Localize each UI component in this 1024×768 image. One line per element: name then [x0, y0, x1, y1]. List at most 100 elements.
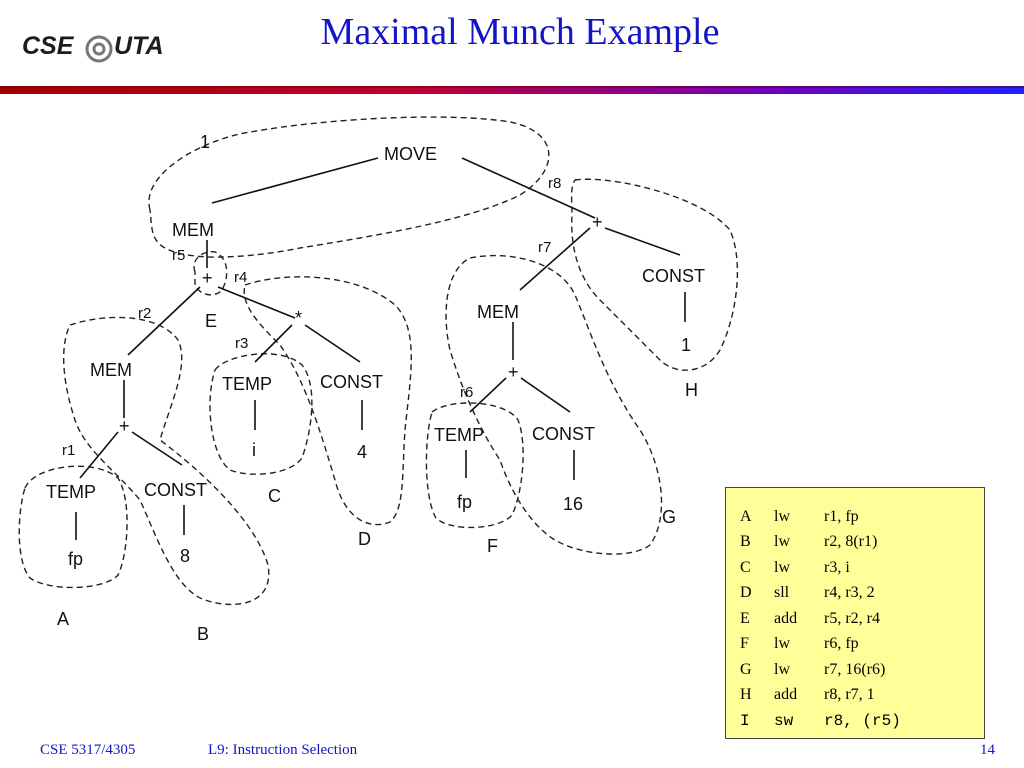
tile-outline-f	[425, 402, 524, 529]
node-plus-right: +	[592, 212, 603, 232]
node-val-8: 8	[180, 546, 190, 566]
node-plus-g: +	[508, 362, 519, 382]
node-mem-g: MEM	[477, 302, 519, 322]
code-row: A lw r1, fp	[740, 504, 984, 530]
code-row: C lw r3, i	[740, 555, 984, 581]
code-op: lw	[774, 660, 790, 678]
edge-mul-temp	[254, 324, 293, 363]
tile-outline-h	[570, 178, 739, 371]
reg-label-r1: r1	[62, 442, 75, 459]
reg-label-r8: r8	[548, 175, 561, 192]
edge-move-plus	[461, 157, 596, 219]
edge-plus-right-const-1	[604, 227, 681, 256]
edge-plus-e-mul	[217, 286, 296, 319]
uta-logo: CSE UTA	[22, 28, 164, 68]
node-const-1: CONST	[642, 266, 705, 286]
ir-tree-diagram: MOVE MEM + MEM + TEMP fp CONST 8 * TEMP …	[18, 116, 739, 644]
tile-outline-c	[209, 353, 313, 475]
code-label: I	[740, 711, 750, 730]
node-val-1: 1	[681, 335, 691, 355]
code-label: E	[740, 609, 750, 627]
edge-mul-const	[304, 324, 361, 363]
edge-plus-right-mem-g	[519, 227, 591, 291]
group-label-d: D	[358, 529, 371, 549]
group-label-f: F	[487, 536, 498, 556]
node-move: MOVE	[384, 144, 437, 164]
code-label: C	[740, 558, 751, 576]
code-label: B	[740, 533, 751, 551]
code-args: r4, r3, 2	[824, 584, 875, 602]
node-mem-left: MEM	[172, 220, 214, 240]
reg-label-r6: r6	[460, 384, 473, 401]
tile-outline-1	[148, 116, 550, 258]
code-op: sw	[774, 711, 794, 730]
code-listing: A lw r1, fp B lw r2, 8(r1) C lw r3, i D …	[725, 487, 985, 739]
code-label: F	[740, 635, 749, 653]
group-label-e: E	[205, 311, 217, 331]
code-row: E add r5, r2, r4	[740, 606, 984, 632]
code-op: sll	[774, 584, 790, 602]
code-row: I sw r8, (r5)	[740, 708, 984, 734]
code-op: lw	[774, 533, 790, 551]
node-mul: *	[295, 308, 302, 328]
code-label: A	[740, 507, 752, 525]
code-args: r2, 8(r1)	[824, 533, 878, 551]
tree-edges	[75, 157, 686, 540]
node-const-4: CONST	[320, 372, 383, 392]
node-const-8: CONST	[144, 480, 207, 500]
reg-label-r5: r5	[172, 247, 185, 264]
tile-outline-g	[445, 254, 663, 555]
footer-lecture: L9: Instruction Selection	[208, 742, 358, 758]
reg-label-r4: r4	[234, 269, 247, 286]
code-args: r7, 16(r6)	[824, 660, 886, 678]
edge-plus-g-temp	[469, 377, 507, 413]
edge-move-mem	[211, 157, 379, 204]
code-args: r8, (r5)	[824, 711, 901, 730]
node-val-4: 4	[357, 442, 367, 462]
code-row: B lw r2, 8(r1)	[740, 530, 984, 556]
group-label-c: C	[268, 486, 281, 506]
slide-title: Maximal Munch Example	[320, 11, 720, 53]
node-val-i: i	[252, 440, 256, 460]
code-args: r5, r2, r4	[824, 609, 880, 627]
title-divider	[0, 86, 1024, 94]
node-temp-fp-f: TEMP	[434, 425, 484, 445]
node-temp-i: TEMP	[222, 374, 272, 394]
logo-text-right: UTA	[114, 32, 164, 60]
code-row: H add r8, r7, 1	[740, 683, 984, 709]
footer-page-number: 14	[980, 742, 995, 758]
group-label-a: A	[57, 609, 69, 629]
edge-plus-b-const	[131, 431, 183, 466]
code-op: lw	[774, 558, 790, 576]
node-temp-fp-a: TEMP	[46, 482, 96, 502]
reg-label-r7: r7	[538, 239, 551, 256]
code-op: add	[774, 686, 798, 704]
footer-course: CSE 5317/4305	[40, 742, 136, 758]
code-label: D	[740, 584, 752, 602]
node-fp-a: fp	[68, 549, 83, 569]
node-mem-b: MEM	[90, 360, 132, 380]
tile-outline-b	[62, 316, 270, 606]
code-args: r3, i	[824, 558, 850, 576]
node-val-16: 16	[563, 494, 583, 514]
code-row: D sll r4, r3, 2	[740, 581, 984, 607]
node-plus-b: +	[119, 416, 130, 436]
reg-label-r2: r2	[138, 305, 151, 322]
code-args: r8, r7, 1	[824, 686, 875, 704]
logo-text-left: CSE	[22, 32, 74, 60]
code-op: lw	[774, 635, 790, 653]
tile-outline-a	[18, 465, 128, 589]
tile-outlines	[18, 116, 739, 606]
tile-outline-d	[243, 276, 412, 526]
edge-plus-b-temp	[79, 431, 119, 479]
group-label-h: H	[685, 380, 698, 400]
group-label-g: G	[662, 507, 676, 527]
title-divider-shadow	[0, 86, 1024, 88]
code-op: add	[774, 609, 798, 627]
code-op: lw	[774, 507, 790, 525]
code-row: G lw r7, 16(r6)	[740, 657, 984, 683]
group-label-b: B	[197, 624, 209, 644]
node-fp-f: fp	[457, 492, 472, 512]
node-const-16: CONST	[532, 424, 595, 444]
code-args: r1, fp	[824, 507, 859, 525]
